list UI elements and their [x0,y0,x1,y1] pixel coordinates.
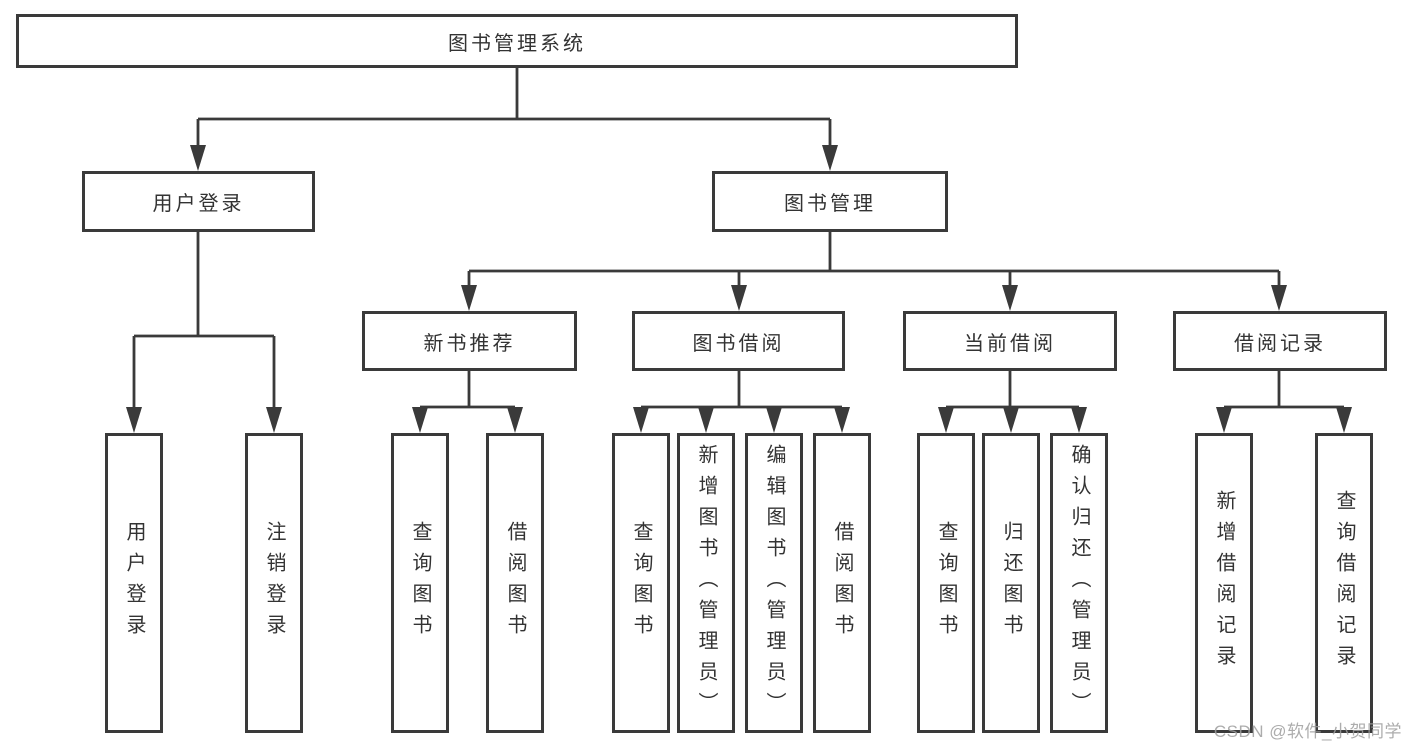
arrowhead-down-icon [834,407,850,433]
connector-recommend-rail [420,371,515,409]
arrowhead-down-icon [1216,407,1232,433]
leaf-query-books-current: 查询图书 [917,433,975,733]
leaf-user-login: 用户登录 [105,433,163,733]
arrowhead-down-icon [266,407,282,433]
node-current-borrow: 当前借阅 [903,311,1117,371]
connector-current-rail [946,371,1079,409]
leaf-logout: 注销登录 [245,433,303,733]
arrowhead-down-icon [507,407,523,433]
arrowhead-down-icon [633,407,649,433]
connector-userlogin-rail [134,232,274,338]
arrowhead-down-icon [461,285,477,311]
arrowhead-down-icon [190,145,206,171]
connector-bookmgmt-rail [469,232,1279,273]
node-book-borrow: 图书借阅 [632,311,845,371]
node-library-system: 图书管理系统 [16,14,1018,68]
leaf-confirm-return-admin: 确认归还（管理员） [1050,433,1108,733]
leaf-query-books-recommend: 查询图书 [391,433,449,733]
leaf-edit-books-admin: 编辑图书（管理员） [745,433,803,733]
arrowhead-down-icon [822,145,838,171]
node-borrow-records: 借阅记录 [1173,311,1387,371]
arrowhead-down-icon [698,407,714,433]
connector-borrow-rail [641,371,842,409]
connector-root-rail [198,68,830,121]
arrowhead-down-icon [1003,407,1019,433]
leaf-query-borrow-record: 查询借阅记录 [1315,433,1373,733]
arrowhead-down-icon [1336,407,1352,433]
connector-records-rail [1224,371,1344,409]
leaf-return-books: 归还图书 [982,433,1040,733]
arrowhead-down-icon [126,407,142,433]
arrowhead-down-icon [938,407,954,433]
arrowhead-down-icon [766,407,782,433]
leaf-borrow-books-recommend: 借阅图书 [486,433,544,733]
leaf-borrow-books: 借阅图书 [813,433,871,733]
arrowhead-down-icon [1271,285,1287,311]
leaf-add-books-admin: 新增图书（管理员） [677,433,735,733]
arrowhead-down-icon [412,407,428,433]
leaf-add-borrow-record: 新增借阅记录 [1195,433,1253,733]
csdn-watermark: CSDN @软件_小贺同学 [1213,722,1402,741]
node-user-login: 用户登录 [82,171,315,232]
node-new-book-recommend: 新书推荐 [362,311,577,371]
arrowhead-down-icon [731,285,747,311]
arrowhead-down-icon [1071,407,1087,433]
node-book-management: 图书管理 [712,171,948,232]
leaf-query-books-borrow: 查询图书 [612,433,670,733]
arrowhead-down-icon [1002,285,1018,311]
